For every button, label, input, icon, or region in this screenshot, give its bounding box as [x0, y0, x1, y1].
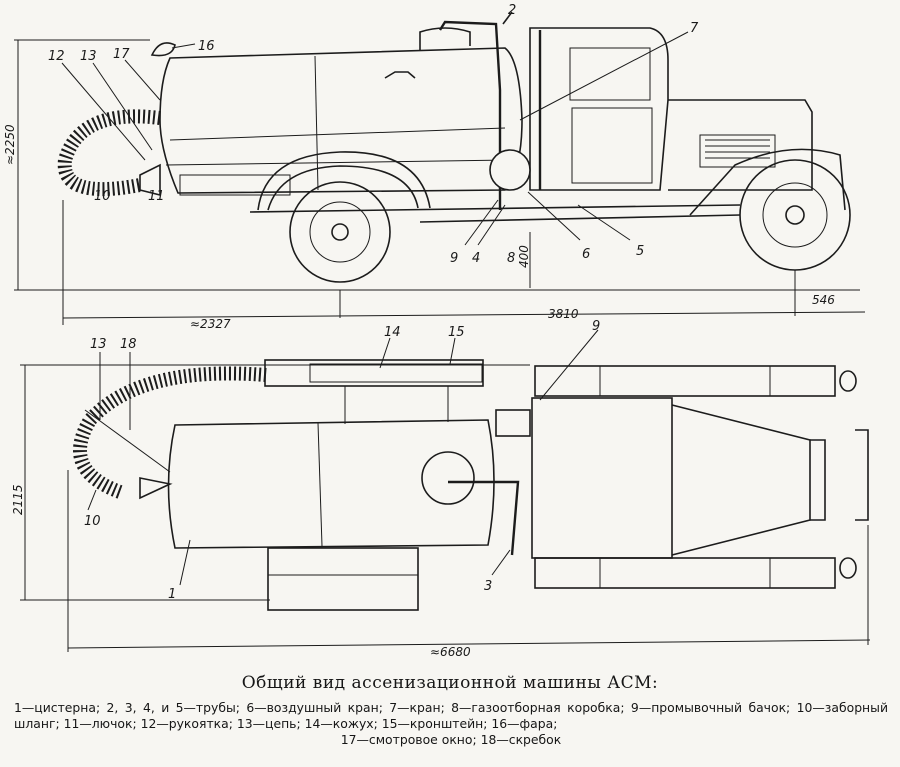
cab-top [531, 397, 673, 559]
tank-dome [419, 27, 471, 50]
engine-hood [668, 99, 813, 191]
label-15: 15 [448, 325, 465, 340]
label-1: 1 [168, 587, 176, 602]
intake-hose [57, 109, 161, 197]
tank-side [159, 47, 523, 194]
front-fender [689, 148, 846, 216]
rear-wheel [289, 181, 391, 283]
label-7: 7 [690, 21, 699, 36]
label-14: 14 [384, 325, 401, 340]
label-10-top: 10 [84, 514, 101, 529]
dim-height: ≈2250 [3, 124, 17, 165]
legend-line-3: 17—смотровое окно; 18—скребок [340, 732, 562, 747]
label-10: 10 [94, 189, 111, 204]
cab [529, 27, 669, 191]
dim-front-overhang: 546 [812, 293, 835, 307]
label-9-top: 9 [592, 319, 600, 334]
gas-box [489, 149, 531, 191]
figure-caption: Общий вид ассенизационной машины АСМ: [241, 673, 659, 693]
side-view: 2 7 12 13 17 16 10 11 9 4 8 6 5 ≈2250 40… [3, 3, 866, 331]
dim-length: ≈6680 [430, 645, 471, 659]
intake-hose-top [73, 366, 267, 499]
label-12: 12 [48, 49, 65, 64]
label-3: 3 [484, 579, 492, 594]
washer-tank [495, 409, 531, 437]
chassis-frame [249, 204, 741, 213]
label-6: 6 [582, 247, 590, 262]
dim-rear-overhang: ≈2327 [190, 317, 231, 331]
top-view: 13 18 14 15 9 10 1 3 2115 ≈6680 [11, 319, 871, 659]
label-5: 5 [636, 244, 644, 259]
tank-hatch [421, 451, 475, 505]
label-2: 2 [508, 3, 516, 18]
dim-ground: 400 [517, 245, 531, 268]
legend-line-1: 1—цистерна; 2, 3, 4, и 5—трубы; 6—воздуш… [14, 700, 743, 715]
label-9: 9 [450, 251, 458, 266]
front-wheel [739, 159, 851, 271]
truck-technical-drawing: 2 7 12 13 17 16 10 11 9 4 8 6 5 ≈2250 40… [3, 3, 871, 659]
casing-bottom [267, 547, 419, 611]
dim-wheelbase: 3810 [548, 307, 579, 321]
label-13-top: 13 [90, 337, 107, 352]
label-18: 18 [120, 337, 137, 352]
rear-fender [257, 151, 431, 211]
dim-width: 2115 [11, 484, 25, 515]
tank-top [167, 419, 495, 549]
label-16: 16 [198, 39, 215, 54]
figure-legend: 1—цистерна; 2, 3, 4, и 5—трубы; 6—воздуш… [14, 700, 888, 748]
pipe-riser [438, 20, 502, 210]
label-11: 11 [148, 189, 165, 204]
label-17: 17 [113, 47, 130, 62]
legend-line-2: бачок; 10—заборный шланг; 11—лючок; 12—р… [14, 700, 888, 731]
label-13: 13 [80, 49, 97, 64]
headlight [150, 42, 176, 57]
label-4: 4 [472, 251, 480, 266]
hood-top [671, 404, 811, 556]
label-8: 8 [507, 251, 515, 266]
